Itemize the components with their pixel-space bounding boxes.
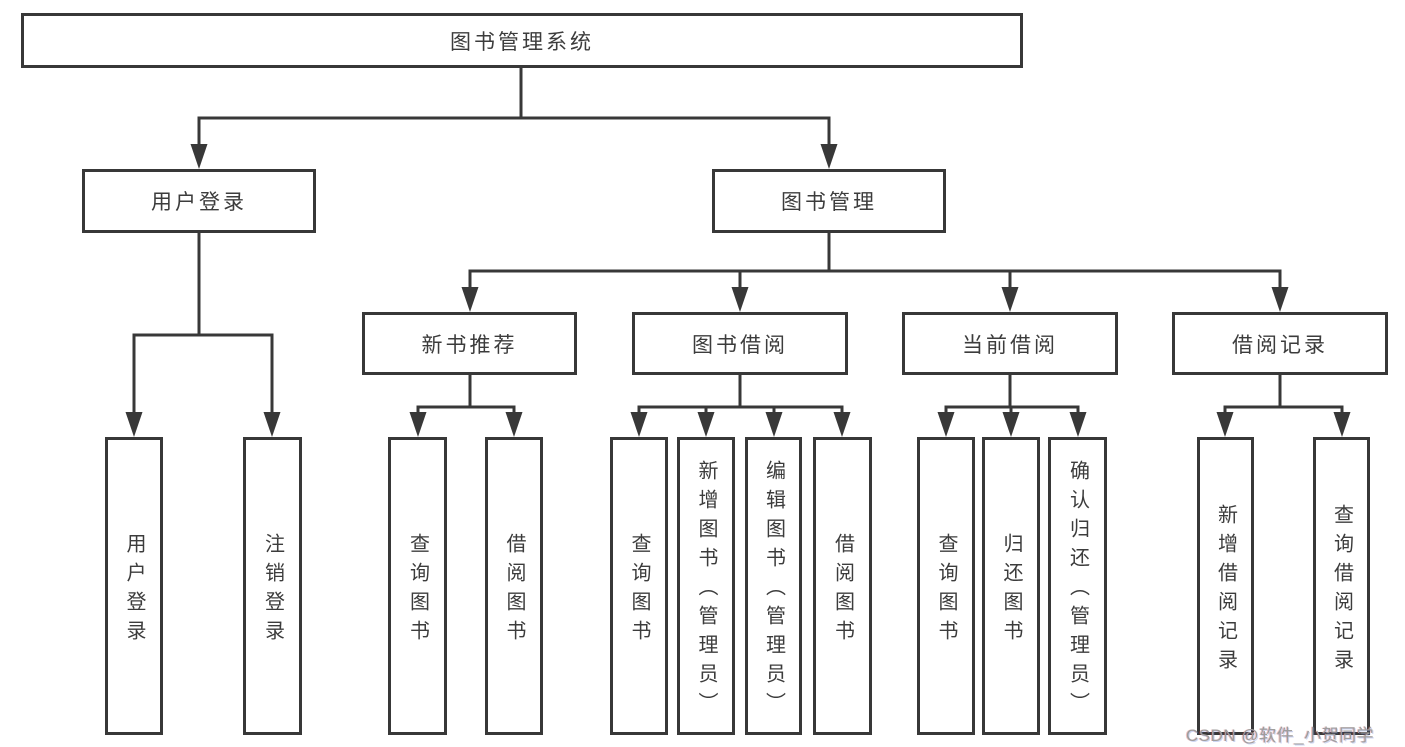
node-current-borrow: 当前借阅 xyxy=(902,312,1118,375)
node-new-book-recommend: 新书推荐 xyxy=(362,312,577,375)
leaf-label: 查询图书 xyxy=(628,532,650,649)
leaf-label: 新增图书（管理员） xyxy=(695,460,717,721)
node-user-login: 用户登录 xyxy=(82,169,316,233)
leaf-borrow-borrow-book: 借阅图书 xyxy=(813,437,872,735)
leaf-label: 归还图书 xyxy=(1000,532,1022,649)
leaf-borrow-edit-book-admin: 编辑图书（管理员） xyxy=(745,437,802,735)
node-root-system: 图书管理系统 xyxy=(21,13,1023,68)
leaf-label: 借阅图书 xyxy=(503,532,525,649)
node-label: 用户登录 xyxy=(151,191,247,214)
leaf-recommend-query-book: 查询图书 xyxy=(388,437,447,735)
leaf-current-query-book: 查询图书 xyxy=(917,437,975,735)
node-label: 图书管理 xyxy=(781,191,877,214)
leaf-record-add-borrow-record: 新增借阅记录 xyxy=(1197,437,1254,735)
leaf-borrow-add-book-admin: 新增图书（管理员） xyxy=(677,437,735,735)
leaf-label: 查询借阅记录 xyxy=(1330,503,1353,678)
node-label: 当前借阅 xyxy=(962,333,1058,357)
leaf-label: 编辑图书（管理员） xyxy=(762,460,785,721)
node-book-management: 图书管理 xyxy=(712,169,946,233)
node-label: 新书推荐 xyxy=(421,333,518,357)
node-book-borrow: 图书借阅 xyxy=(632,312,848,375)
leaf-recommend-borrow-book: 借阅图书 xyxy=(485,437,543,735)
leaf-label: 新增借阅记录 xyxy=(1214,503,1237,678)
leaf-label: 注销登录 xyxy=(261,532,284,649)
leaf-label: 用户登录 xyxy=(123,532,145,649)
leaf-user-login: 用户登录 xyxy=(105,437,163,735)
arrowhead-icons xyxy=(125,144,1351,437)
leaf-current-confirm-return-admin: 确认归还（管理员） xyxy=(1048,437,1107,735)
leaf-logout-login: 注销登录 xyxy=(243,437,302,735)
node-label: 借阅记录 xyxy=(1232,333,1328,357)
leaf-record-query-borrow-record: 查询借阅记录 xyxy=(1313,437,1370,735)
leaf-label: 查询图书 xyxy=(935,532,957,649)
node-label: 图书管理系统 xyxy=(450,30,594,54)
leaf-borrow-query-book: 查询图书 xyxy=(610,437,668,735)
csdn-watermark: CSDN @软件_小贺同学 xyxy=(1186,726,1375,745)
leaf-label: 确认归还（管理员） xyxy=(1066,460,1089,721)
leaf-current-return-book: 归还图书 xyxy=(982,437,1040,735)
node-label: 图书借阅 xyxy=(692,333,788,357)
node-borrow-record: 借阅记录 xyxy=(1172,312,1388,375)
leaf-label: 查询图书 xyxy=(406,532,429,649)
leaf-label: 借阅图书 xyxy=(831,532,854,649)
